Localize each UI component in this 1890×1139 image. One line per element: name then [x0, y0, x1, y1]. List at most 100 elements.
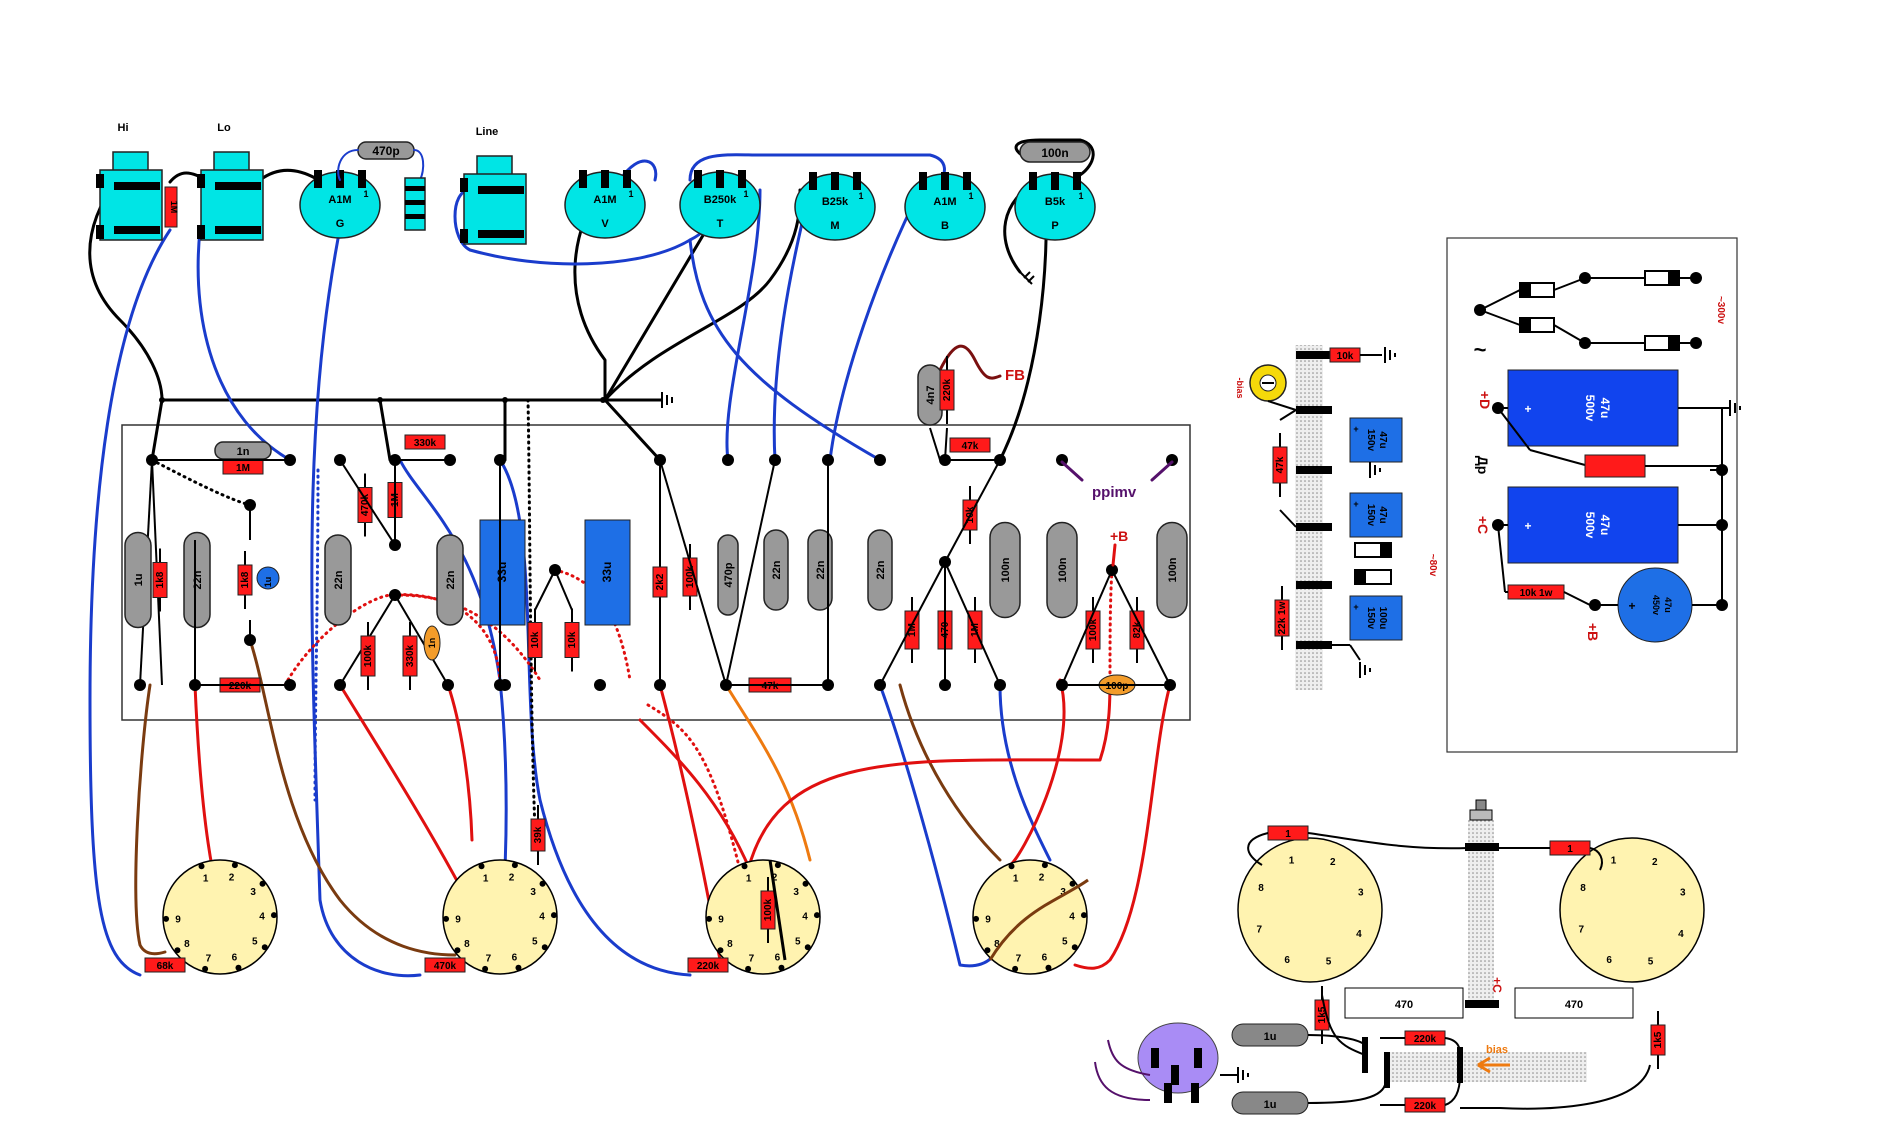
svg-text:100k: 100k	[763, 898, 774, 921]
svg-text:470: 470	[1565, 999, 1583, 1011]
svg-text:100k: 100k	[363, 644, 374, 667]
bias-out-label: bias	[1486, 1044, 1508, 1056]
solder-node	[494, 454, 506, 466]
output-switch-pin: 3	[1680, 888, 1686, 899]
svg-text:1k8: 1k8	[155, 571, 166, 588]
pot-name: P	[1051, 220, 1058, 232]
input-jacks: Hi Lo Line	[96, 122, 527, 245]
output-switch-pin: 7	[1256, 924, 1262, 935]
solder-node	[134, 679, 146, 691]
pot-name: B	[941, 220, 949, 232]
solder-node	[1164, 679, 1176, 691]
pot-pin-1: 1	[743, 189, 748, 199]
svg-text:100u: 100u	[1377, 607, 1388, 630]
svg-text:22n: 22n	[445, 570, 457, 589]
svg-text:47u: 47u	[1377, 431, 1388, 448]
svg-text:22k 1w: 22k 1w	[1277, 601, 1288, 634]
fb-label: FB	[1005, 367, 1025, 384]
cap-1n-orange	[423, 625, 441, 661]
solder-node	[874, 454, 886, 466]
solder-node	[720, 679, 732, 691]
switch-pin-label: 2	[509, 873, 515, 884]
solder-node	[1589, 599, 1601, 611]
svg-text:+: +	[1353, 424, 1358, 434]
switch-pin-label: 5	[532, 936, 538, 947]
resistor-1k8-b: 1k8	[237, 551, 253, 609]
resistor-10k-b: 10k	[564, 608, 580, 672]
svg-text:1k8: 1k8	[240, 571, 251, 588]
cap-100n-c: 100n	[1156, 521, 1188, 619]
solder-node	[549, 564, 561, 576]
output-jack[interactable]	[1465, 799, 1499, 1008]
cap-1u-blue	[256, 566, 280, 590]
resistor-1m-jack: 1M	[164, 186, 179, 228]
svg-text:1u: 1u	[1264, 1031, 1277, 1043]
resistor-1m-a: 1M	[222, 459, 264, 475]
svg-text:10k: 10k	[1337, 351, 1354, 362]
svg-text:33u: 33u	[600, 562, 614, 583]
resistor-22k-1w: 22k 1w	[1274, 586, 1290, 650]
output-switch-pin: 7	[1578, 924, 1584, 935]
resistor-100k-c: 100k	[1085, 597, 1101, 663]
switch-pin-label: 8	[464, 939, 470, 950]
svg-text:22n: 22n	[192, 570, 204, 589]
svg-text:22n: 22n	[771, 560, 783, 579]
resistor-10k-1w: 10k 1w	[1507, 584, 1565, 600]
resistor-330k: 330k	[404, 434, 446, 450]
solder-node	[994, 679, 1006, 691]
input-jack-lo[interactable]: Lo	[197, 122, 264, 241]
cap-33u-a	[479, 519, 526, 626]
solder-node	[389, 589, 401, 601]
solder-node	[1690, 337, 1702, 349]
resistor-10k-a: 10k	[527, 608, 543, 672]
input-jack-hi[interactable]: Hi	[96, 122, 163, 241]
switch-pin-label: 4	[539, 912, 545, 923]
resistor-1m-c: 1M	[904, 597, 920, 663]
svg-text:100n: 100n	[1000, 557, 1012, 582]
solder-node	[1579, 272, 1591, 284]
switch-pin-label: 7	[486, 953, 492, 964]
svg-text:47u: 47u	[1598, 515, 1612, 536]
solder-node	[594, 679, 606, 691]
v300-label: ~300v	[1715, 296, 1726, 325]
pot-value: A1M	[593, 194, 616, 206]
switch-pin-label: 4	[1069, 912, 1075, 923]
solder-node	[499, 679, 511, 691]
switch-resistor-1: 68k	[144, 957, 186, 973]
ground-bus	[159, 392, 673, 408]
cap-bank-small	[404, 177, 426, 231]
cap-1u-out-b: 1u	[1231, 1091, 1309, 1115]
svg-text:47k: 47k	[1275, 456, 1286, 473]
solder-node	[244, 499, 256, 511]
solder-node	[284, 679, 296, 691]
resistor-2k2: 2k2	[652, 553, 668, 611]
svg-text:1k5: 1k5	[1653, 1031, 1664, 1048]
plus-b-label: +B	[1110, 528, 1128, 544]
svg-text:4n7: 4n7	[925, 386, 937, 405]
svg-text:22n: 22n	[333, 570, 345, 589]
output-switch-pin: 1	[1289, 855, 1295, 866]
solder-node	[1716, 519, 1728, 531]
bias-trim-pot[interactable]	[1249, 364, 1287, 402]
resistor-220k-out-b: 220k	[1404, 1097, 1446, 1113]
pot-name: G	[336, 218, 345, 230]
svg-text:10k: 10k	[530, 631, 541, 648]
pot-name: T	[717, 218, 724, 230]
input-jack-line[interactable]: Line	[460, 126, 527, 245]
solder-node	[1716, 599, 1728, 611]
switch-pin-label: 6	[232, 952, 238, 963]
svg-text:+: +	[1628, 599, 1635, 613]
